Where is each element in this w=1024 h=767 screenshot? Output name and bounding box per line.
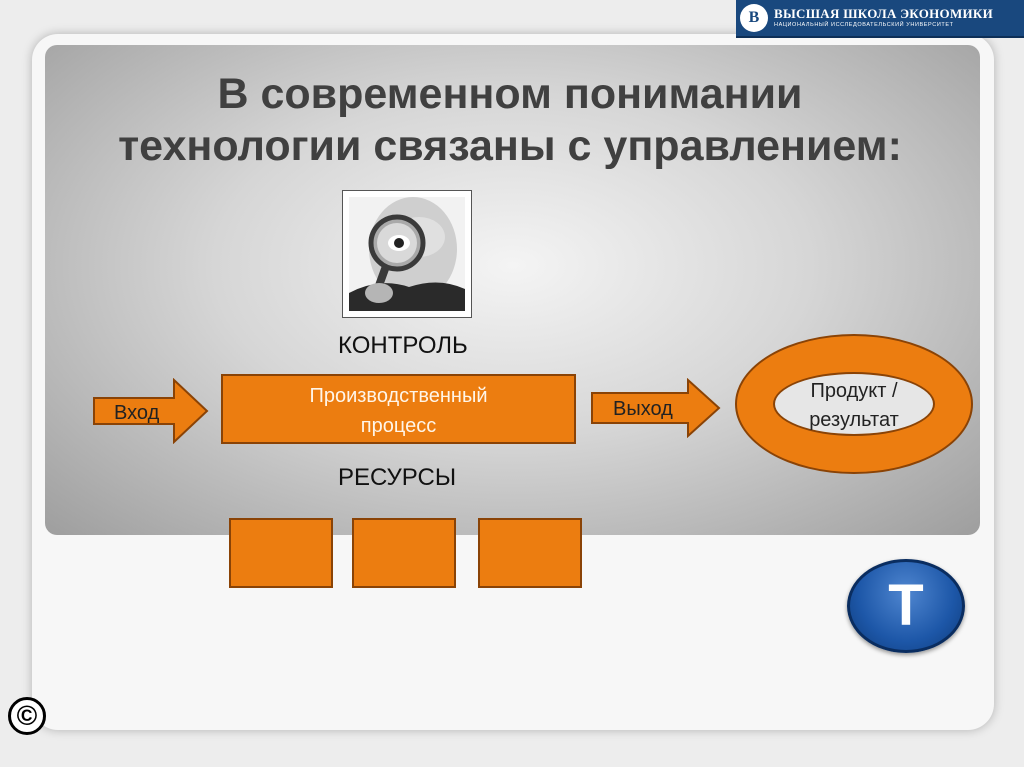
- copyright-icon: ©: [8, 697, 46, 735]
- result-ring: [735, 334, 973, 474]
- control-photo: [342, 190, 472, 318]
- logo-title: ВЫСШАЯ ШКОЛА ЭКОНОМИКИ: [774, 6, 994, 22]
- result-line-1: Продукт /: [810, 380, 898, 402]
- magnifying-glass-person-icon: [349, 197, 465, 311]
- process-line-2: процесс: [360, 415, 437, 437]
- resources-label: РЕСУРСЫ: [338, 464, 457, 491]
- input-arrow: [93, 378, 209, 444]
- logo-text: ВЫСШАЯ ШКОЛА ЭКОНОМИКИ НАЦИОНАЛЬНЫЙ ИССЛ…: [774, 7, 993, 29]
- production-process-box: Производственный процесс: [221, 374, 576, 444]
- resource-box-1: [229, 518, 333, 588]
- resource-box-2: [352, 518, 456, 588]
- university-logo: В ВЫСШАЯ ШКОЛА ЭКОНОМИКИ НАЦИОНАЛЬНЫЙ ИС…: [736, 0, 1024, 38]
- result-ring-inner: [773, 372, 935, 436]
- title-line-2: технологии связаны с управлением:: [118, 122, 902, 170]
- slide-title: В современном понимании технологии связа…: [60, 68, 960, 172]
- control-label: КОНТРОЛЬ: [338, 332, 468, 359]
- logo-emblem-letter: В: [748, 9, 760, 26]
- input-label: Вход: [114, 402, 160, 424]
- result-text: Продукт / результат: [760, 377, 948, 435]
- t-nav-button[interactable]: T: [847, 559, 965, 653]
- output-label: Выход: [613, 398, 673, 420]
- title-line-1: В современном понимании: [217, 70, 803, 118]
- copyright-symbol: ©: [16, 700, 38, 731]
- result-line-2: результат: [809, 409, 899, 431]
- logo-subtitle: НАЦИОНАЛЬНЫЙ ИССЛЕДОВАТЕЛЬСКИЙ УНИВЕРСИТ…: [774, 22, 954, 29]
- process-line-1: Производственный: [309, 385, 488, 407]
- output-arrow: [591, 378, 721, 438]
- logo-emblem-icon: В: [740, 4, 768, 32]
- resource-box-3: [478, 518, 582, 588]
- t-button-label: T: [888, 573, 924, 638]
